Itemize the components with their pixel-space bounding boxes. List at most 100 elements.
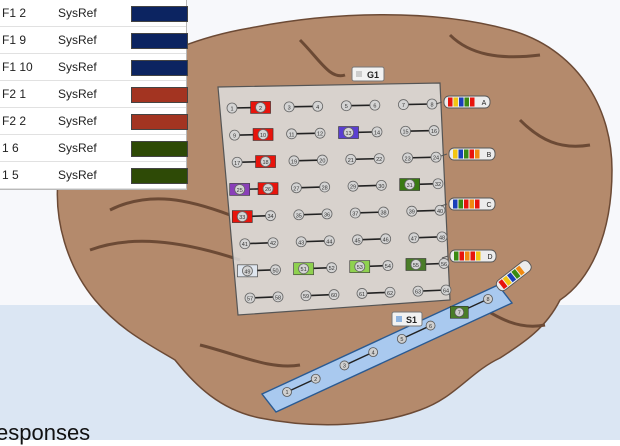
grid-contact-label: 28: [322, 185, 328, 191]
grid-contact-label: 54: [385, 264, 391, 270]
grid-contact-label: 57: [247, 297, 253, 303]
connector-band: [464, 150, 469, 159]
grid-contact-label: 19: [291, 159, 297, 165]
channel-name: F1 9: [2, 33, 26, 47]
connector-label: B: [487, 152, 492, 159]
grid-contact-label: 49: [244, 269, 250, 275]
grid-contact-label: 36: [324, 212, 330, 218]
grid-contact-label: 9: [233, 134, 236, 140]
grid-contact-label: 55: [413, 263, 419, 269]
grid-contact-label: 30: [378, 184, 384, 190]
grid-sheet: [218, 83, 450, 315]
strip-label: S1: [406, 315, 417, 325]
connector-band: [454, 252, 459, 261]
grid-contact-label: 48: [439, 235, 445, 241]
channel-name: F2 2: [2, 114, 26, 128]
color-swatch[interactable]: [131, 6, 188, 22]
caption-text: esponses: [0, 420, 90, 446]
legend-row[interactable]: F1 10 SysRef: [0, 54, 186, 81]
color-swatch[interactable]: [131, 168, 188, 184]
grid-contact-label: 21: [348, 158, 354, 164]
legend-row[interactable]: 1 5 SysRef: [0, 162, 186, 189]
connector-band: [453, 150, 458, 159]
reference-name: SysRef: [58, 60, 97, 74]
grid-contact-label: 29: [350, 185, 356, 191]
grid-contact-label: 4: [316, 105, 319, 111]
grid-contact-label: 3: [288, 105, 291, 111]
reference-name: SysRef: [58, 114, 97, 128]
grid-contact-label: 24: [433, 156, 439, 162]
grid-contact-label: 61: [359, 292, 365, 298]
connector-band: [470, 200, 475, 209]
grid-contact-label: 33: [239, 215, 245, 221]
strip-contact-label: 1: [285, 390, 288, 396]
legend-row[interactable]: F2 2 SysRef: [0, 108, 186, 135]
grid-contact-label: 58: [275, 295, 281, 301]
channel-name: 1 6: [2, 141, 19, 155]
grid-contact-label: 53: [357, 265, 363, 271]
color-swatch[interactable]: [131, 141, 188, 157]
grid-contact-label: 25: [237, 188, 243, 194]
reference-name: SysRef: [58, 168, 97, 182]
grid-contact-label: 51: [301, 267, 307, 273]
color-swatch[interactable]: [131, 87, 188, 103]
grid-contact-label: 14: [374, 130, 380, 136]
grid-contact-label: 43: [298, 240, 304, 246]
grid-contact-label: 52: [329, 266, 335, 272]
grid-contact-label: 42: [270, 241, 276, 247]
connector-band: [475, 150, 480, 159]
grid-contact-label: 27: [293, 186, 299, 192]
reference-name: SysRef: [58, 87, 97, 101]
color-swatch[interactable]: [131, 60, 188, 76]
connector-band: [459, 200, 464, 209]
connector-band: [453, 200, 458, 209]
grid-contact-label: 17: [234, 161, 240, 167]
grid-contact-label: 2: [259, 106, 262, 112]
connector-band: [459, 98, 464, 107]
connector-band: [460, 252, 465, 261]
strip-contact-label: 7: [458, 310, 461, 316]
grid-contact-label: 34: [267, 214, 273, 220]
grid-contact-label: 23: [405, 156, 411, 162]
color-swatch[interactable]: [131, 114, 188, 130]
grid-contact-label: 11: [289, 132, 295, 138]
channel-name: 1 5: [2, 168, 19, 182]
grid-contact-label: 20: [319, 159, 325, 165]
connector-label: D: [487, 254, 492, 261]
connector-band: [465, 98, 470, 107]
legend-row[interactable]: F1 9 SysRef: [0, 27, 186, 54]
grid-electrode[interactable]: 1234567891011121314151617181920212223242…: [218, 67, 451, 315]
channel-name: F1 2: [2, 6, 26, 20]
connector-band: [471, 252, 476, 261]
legend-row[interactable]: 1 6 SysRef: [0, 135, 186, 162]
grid-contact-label: 5: [345, 104, 348, 110]
grid-contact-label: 44: [326, 239, 332, 245]
strip-contact-label: 3: [343, 364, 346, 370]
grid-contact-label: 13: [345, 131, 351, 137]
grid-contact-label: 16: [431, 129, 437, 135]
grid-label-swatch: [356, 71, 362, 77]
color-swatch[interactable]: [131, 33, 188, 49]
grid-contact-label: 39: [409, 210, 415, 216]
grid-contact-label: 60: [331, 293, 337, 299]
reference-name: SysRef: [58, 33, 97, 47]
grid-contact-label: 7: [402, 103, 405, 109]
reference-name: SysRef: [58, 141, 97, 155]
grid-contact-label: 1: [230, 107, 233, 113]
grid-contact-label: 41: [242, 242, 248, 248]
connector-band: [454, 98, 459, 107]
strip-contact-label: 4: [372, 350, 375, 356]
channel-name: F2 1: [2, 87, 26, 101]
grid-label: G1: [367, 70, 379, 80]
connector-band: [475, 200, 480, 209]
grid-contact-label: 10: [260, 133, 266, 139]
grid-contact-label: 38: [380, 211, 386, 217]
grid-contact-label: 31: [407, 183, 413, 189]
legend-row[interactable]: F1 2 SysRef: [0, 0, 186, 27]
connector-band: [465, 252, 470, 261]
grid-contact-label: 8: [430, 103, 433, 109]
connector-band: [448, 98, 453, 107]
legend-row[interactable]: F2 1 SysRef: [0, 81, 186, 108]
grid-contact-label: 6: [373, 104, 376, 110]
connector-band: [459, 150, 464, 159]
